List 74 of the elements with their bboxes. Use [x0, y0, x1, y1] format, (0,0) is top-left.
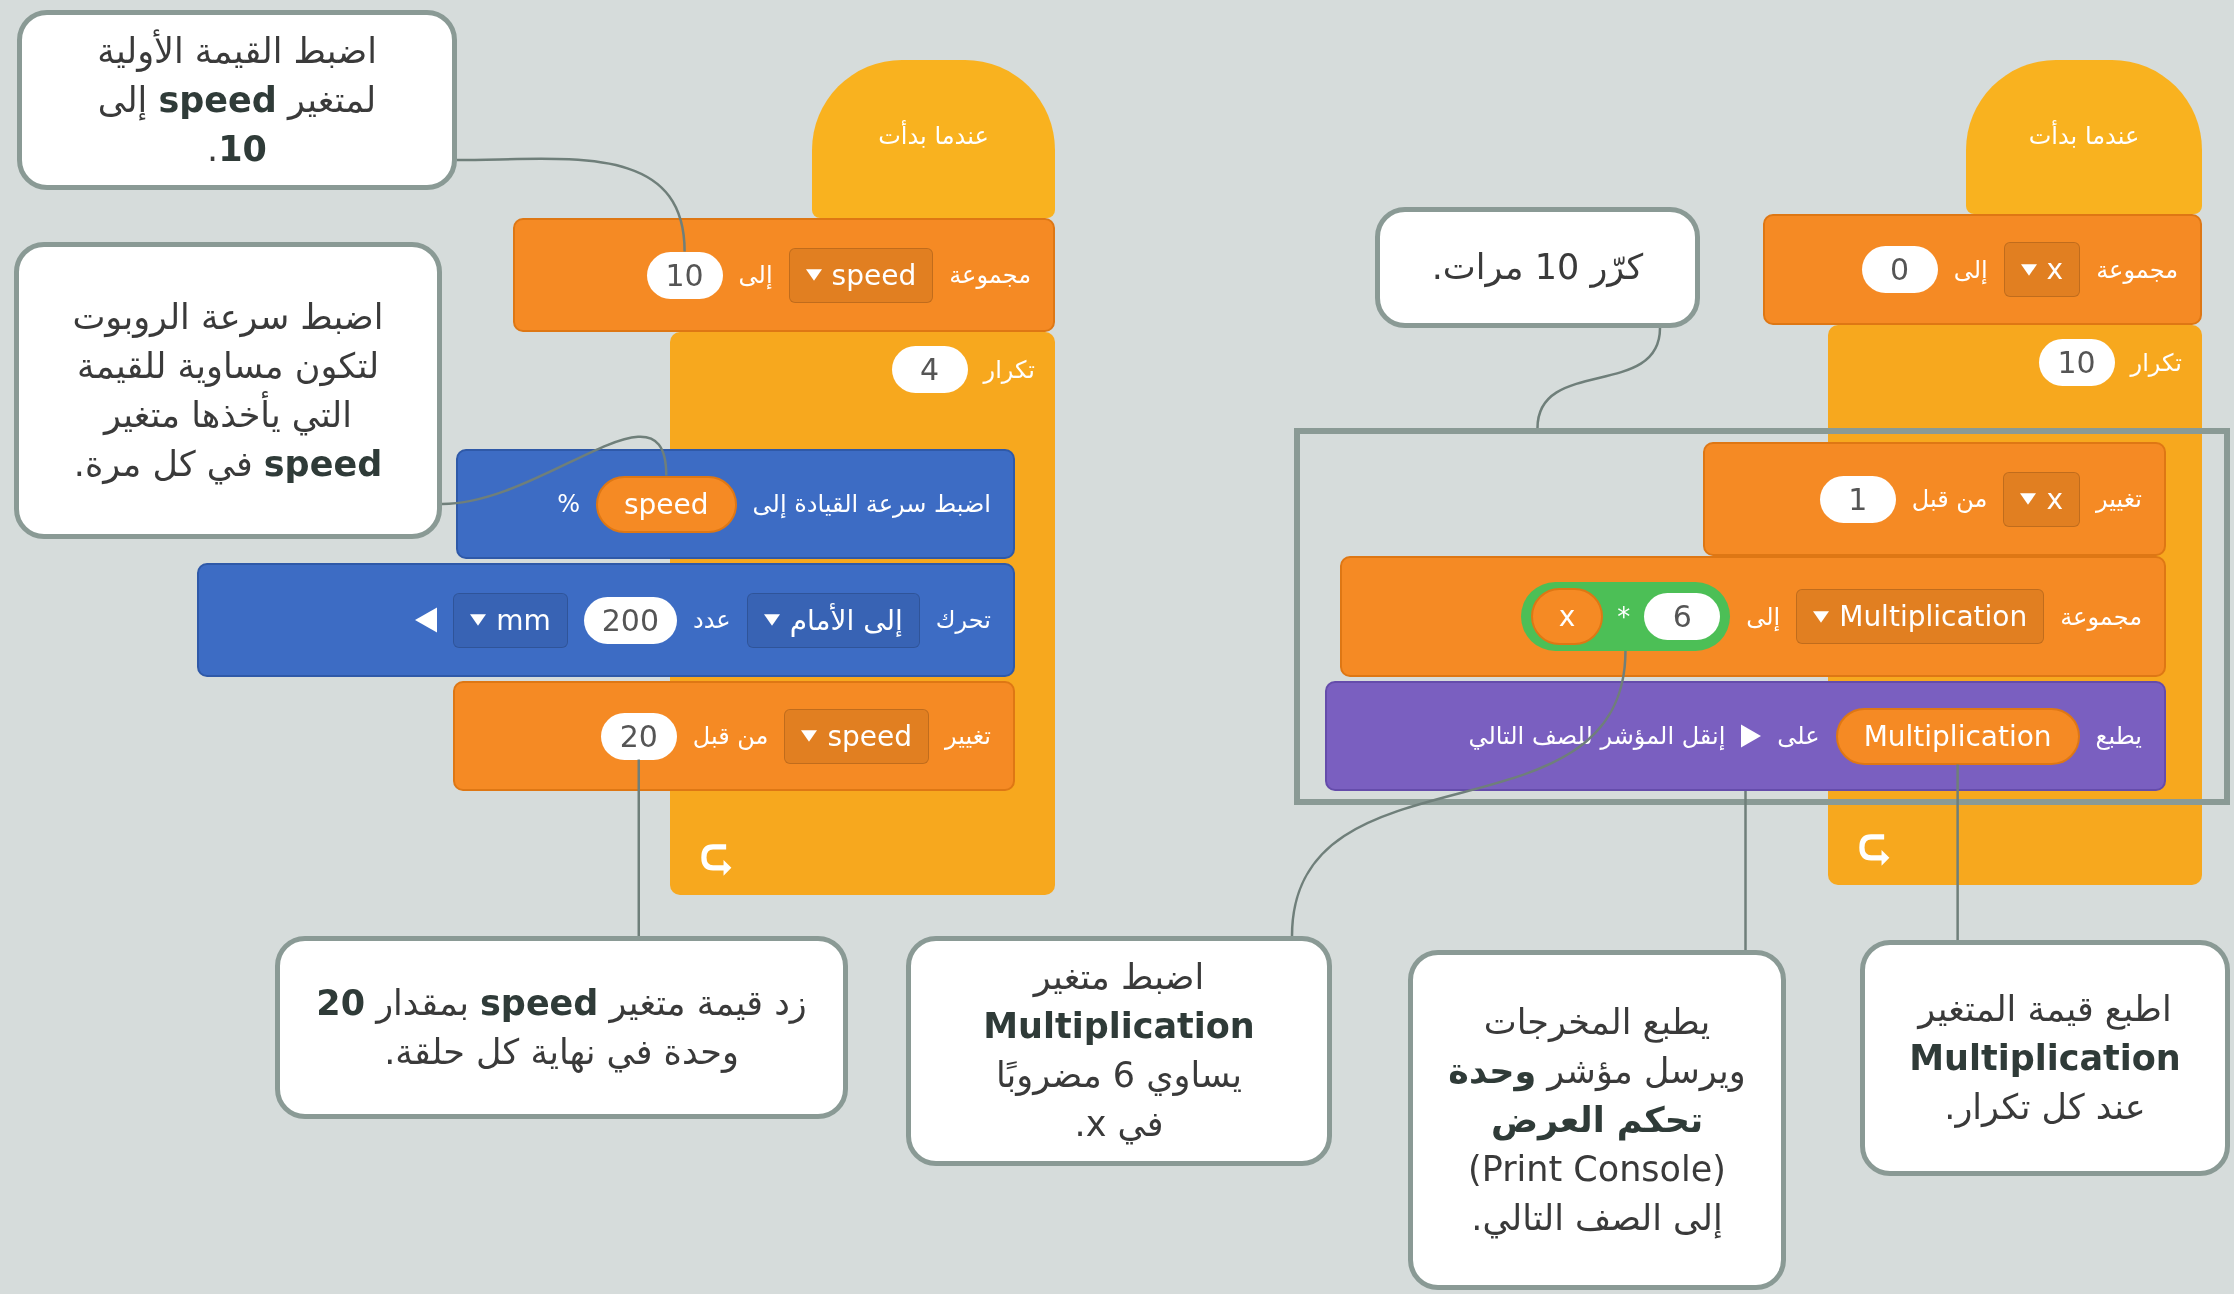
number-input: 0	[1861, 246, 1938, 293]
leader-line	[637, 759, 640, 936]
callout-box	[1860, 940, 2230, 1176]
block-label: تغيير	[945, 722, 991, 750]
number-input: 1	[1819, 475, 1896, 523]
dropdown-label: speed	[827, 719, 912, 753]
hat-block	[1966, 60, 2202, 214]
number-input: 6	[1644, 593, 1721, 640]
block-label: عدد	[693, 606, 731, 634]
leader-line	[1536, 327, 1662, 429]
block-label: إنقل المؤشر للصف التالي	[1468, 722, 1726, 750]
block-label: عندما بدأت	[878, 122, 989, 150]
block-label: إلى	[738, 261, 773, 289]
block-label: إلى	[1746, 602, 1781, 631]
change-variable-block	[453, 681, 1015, 791]
block-label: تكرار	[2130, 348, 2182, 377]
callout-text: يطبع المخرجات ويرسل مؤشر وحدة تحكم العرض (Print Console) إلى الصف التالي.	[1447, 1000, 1747, 1241]
callout-box	[14, 242, 442, 539]
dropdown-label: x	[2046, 253, 2064, 286]
dropdown-label: speed	[831, 258, 917, 292]
dropdown-field	[784, 708, 929, 764]
drive-block	[197, 563, 1015, 677]
dropdown-field	[2003, 242, 2081, 297]
variable-reporter: speed	[596, 475, 737, 533]
number-input: 4	[891, 346, 968, 393]
number-input: 10	[646, 251, 723, 299]
block-label: تغيير	[2096, 485, 2142, 513]
drive-velocity-block	[456, 449, 1015, 559]
dropdown-field	[453, 592, 568, 648]
callout-box	[906, 936, 1332, 1166]
highlight-frame	[1294, 428, 2230, 805]
change-variable-block	[1703, 442, 2166, 556]
leader-line	[457, 157, 686, 252]
block-label: على	[1777, 722, 1820, 750]
dropdown-field	[788, 247, 934, 303]
variable-reporter: x	[1530, 588, 1604, 645]
leader-line	[1744, 791, 1747, 950]
dropdown-field	[746, 592, 920, 648]
dropdown-field	[1796, 589, 2045, 644]
leader-line	[1956, 764, 1959, 940]
block-label: مجموعة	[949, 261, 1031, 289]
block-label: اضبط سرعة القيادة إلى	[752, 490, 991, 518]
block-label: تحرك	[935, 606, 991, 634]
dropdown-label: إلى الأمام	[789, 603, 903, 637]
number-input: 10	[2038, 339, 2115, 386]
hat-block	[812, 60, 1055, 218]
block-label: إلى	[1953, 255, 1988, 284]
variable-reporter: Multiplication	[1835, 707, 2080, 765]
block-label: مجموعة	[2060, 602, 2142, 631]
operator-sign: *	[1617, 601, 1631, 632]
callout-text: كرّر 10 مرات.	[1431, 246, 1644, 290]
callout-box	[275, 936, 848, 1119]
block-label: من قبل	[692, 722, 769, 750]
callout-box	[1408, 950, 1786, 1290]
print-block	[1325, 681, 2166, 791]
leader-line	[441, 435, 668, 506]
dropdown-label: mm	[496, 603, 551, 637]
block-label: يطبع	[2095, 722, 2142, 750]
number-input: 200	[583, 596, 677, 644]
dropdown-label: Multiplication	[1839, 600, 2028, 633]
block-label: %	[557, 490, 580, 518]
callout-box	[1375, 207, 1700, 328]
set-variable-block	[1763, 214, 2202, 325]
block-label: مجموعة	[2096, 255, 2178, 284]
set-variable-block	[513, 218, 1055, 332]
callout-box	[17, 10, 457, 190]
set-variable-block	[1340, 556, 2166, 677]
dropdown-field	[2003, 471, 2080, 527]
block-label: تكرار	[983, 355, 1035, 384]
number-input: 20	[600, 712, 677, 760]
block-label: عندما بدأت	[2028, 122, 2140, 150]
block-label: من قبل	[1911, 485, 1988, 513]
leader-line	[1290, 650, 1627, 937]
dropdown-label: x	[2046, 482, 2063, 516]
